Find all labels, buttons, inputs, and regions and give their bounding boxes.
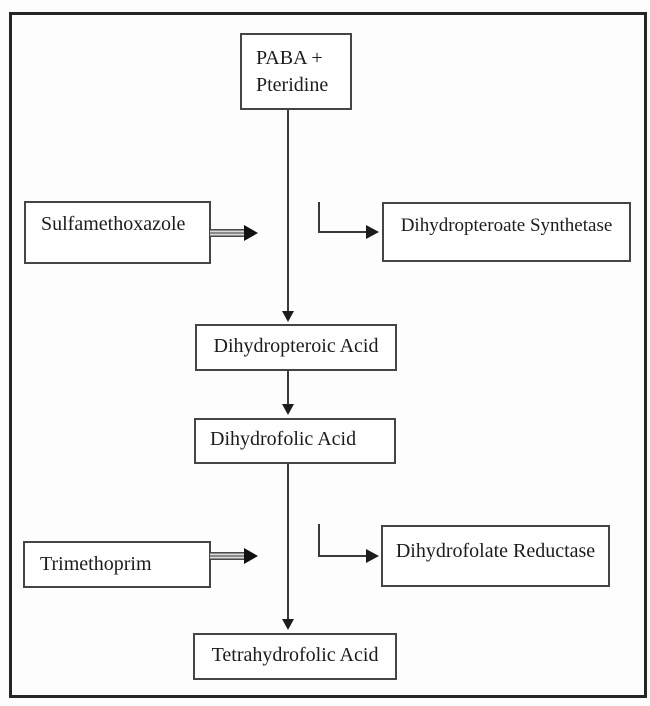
- elbow-connector-lower-vertical: [318, 524, 320, 557]
- inhibitor-arrow-shaft-sulfamethoxazole: [210, 229, 244, 237]
- node-sulfamethoxazole-label: Sulfamethoxazole: [41, 213, 186, 235]
- node-dihydrofolate-reductase: Dihydrofolate Reductase: [381, 525, 610, 587]
- node-dihydropteroate-synthetase: Dihydropteroate Synthetase: [382, 202, 631, 262]
- diagram-border-frame: [9, 12, 647, 698]
- arrowhead-down-icon: [282, 619, 294, 630]
- arrowhead-right-icon: [366, 225, 379, 239]
- arrowhead-down-icon: [282, 404, 294, 415]
- elbow-connector-upper-horizontal: [318, 231, 366, 233]
- node-dihydropteroate-synthetase-label: Dihydropteroate Synthetase: [400, 215, 613, 236]
- elbow-connector-upper-vertical: [318, 202, 320, 233]
- arrowhead-down-icon: [282, 311, 294, 322]
- node-sulfamethoxazole: Sulfamethoxazole: [24, 201, 211, 264]
- connector-paba-to-dihydropteroic: [287, 110, 289, 312]
- node-dihydrofolic-acid-label: Dihydrofolic Acid: [210, 428, 357, 450]
- node-paba-pteridine-label-line2: Pteridine: [256, 74, 329, 96]
- node-dihydrofolic-acid: Dihydrofolic Acid: [194, 418, 396, 464]
- node-trimethoprim: Trimethoprim: [23, 541, 211, 588]
- node-dihydrofolate-reductase-label: Dihydrofolate Reductase: [395, 540, 596, 562]
- node-trimethoprim-label: Trimethoprim: [40, 553, 152, 575]
- node-dihydropteroic-acid: Dihydropteroic Acid: [195, 324, 397, 371]
- elbow-connector-lower-horizontal: [318, 555, 366, 557]
- node-tetrahydrofolic-acid: Tetrahydrofolic Acid: [193, 633, 397, 680]
- inhibitor-arrowhead-icon: [244, 548, 258, 564]
- connector-dihydrofolic-to-tetrahydrofolic: [287, 464, 289, 620]
- node-dihydropteroic-acid-label: Dihydropteroic Acid: [213, 335, 379, 357]
- inhibitor-arrowhead-icon: [244, 225, 258, 241]
- arrowhead-right-icon: [366, 549, 379, 563]
- node-tetrahydrofolic-acid-label: Tetrahydrofolic Acid: [211, 644, 379, 666]
- node-paba-pteridine-label-line1: PABA +: [256, 47, 323, 69]
- node-paba-pteridine: PABA + Pteridine: [240, 33, 352, 110]
- connector-dihydropteroic-to-dihydrofolic: [287, 371, 289, 405]
- inhibitor-arrow-shaft-trimethoprim: [210, 552, 244, 560]
